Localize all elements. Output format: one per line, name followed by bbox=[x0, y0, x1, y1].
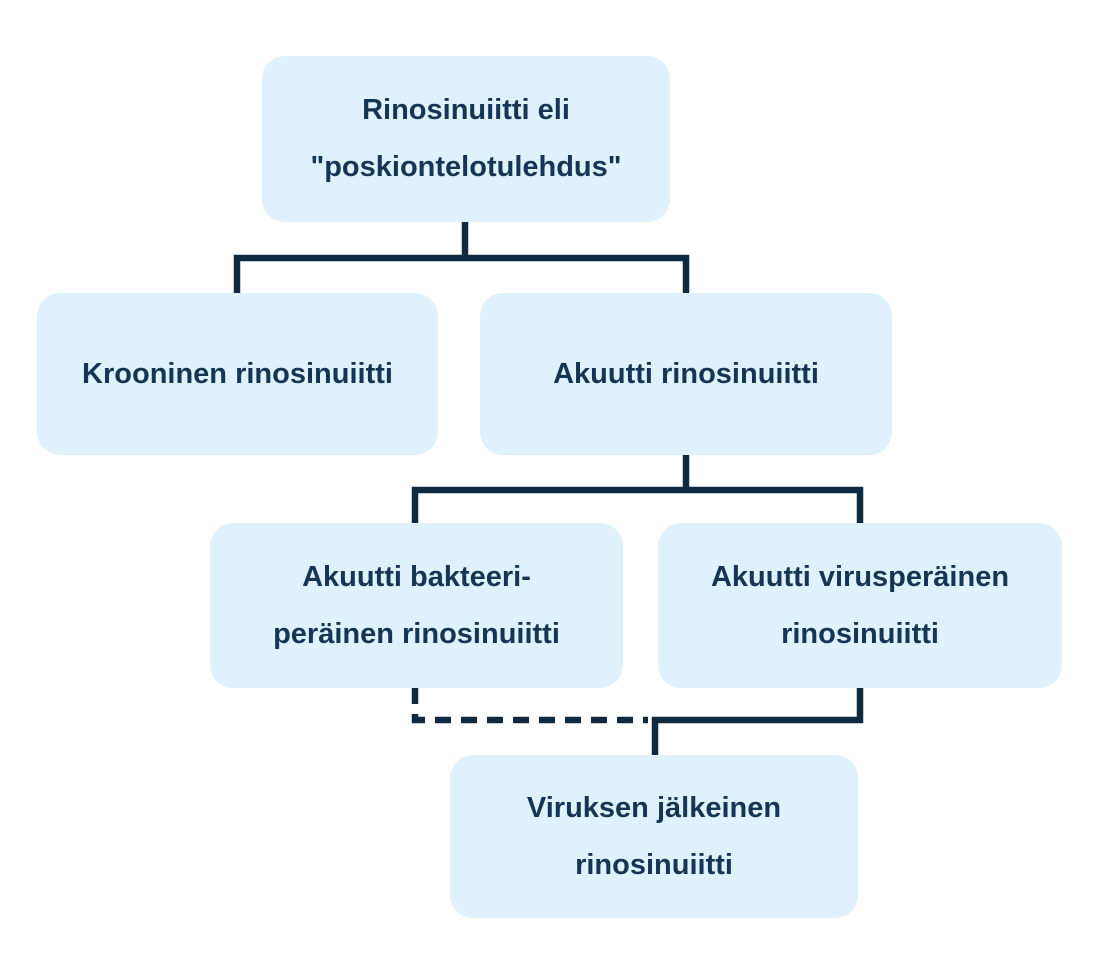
node-label-line: rinosinuiitti bbox=[781, 617, 939, 650]
edge-akuutti-to-children bbox=[411, 486, 864, 523]
node-rinosinuiitti-root: Rinosinuiitti eli "poskiontelotulehdus" bbox=[262, 56, 670, 222]
node-akuutti-bakteeriperainen: Akuutti bakteeri- peräinen rinosinuiitti bbox=[210, 523, 623, 688]
node-label-line: Rinosinuiitti eli bbox=[362, 94, 570, 126]
edge-root-to-children bbox=[233, 254, 690, 293]
node-krooninen-rinosinuiitti: Krooninen rinosinuiitti bbox=[37, 293, 438, 455]
node-label-line: Akuutti bakteeri- bbox=[302, 560, 531, 593]
node-label-line: Krooninen rinosinuiitti bbox=[82, 357, 393, 390]
node-label-line: Viruksen jälkeinen bbox=[526, 791, 782, 824]
edge-virus-to-bottom bbox=[651, 688, 864, 755]
node-label-line: rinosinuiitti bbox=[575, 848, 733, 881]
edge-bakteeri-to-bottom-dashed bbox=[411, 688, 648, 724]
node-label-line: Akuutti rinosinuiitti bbox=[553, 357, 819, 390]
node-akuutti-rinosinuiitti: Akuutti rinosinuiitti bbox=[480, 293, 892, 455]
node-viruksen-jalkeinen: Viruksen jälkeinen rinosinuiitti bbox=[450, 755, 858, 918]
node-akuutti-virusperainen: Akuutti virusperäinen rinosinuiitti bbox=[658, 523, 1062, 688]
node-label-line: Akuutti virusperäinen bbox=[710, 560, 1010, 593]
node-label-line: peräinen rinosinuiitti bbox=[273, 617, 560, 650]
node-label-line: "poskiontelotulehdus" bbox=[310, 151, 622, 183]
